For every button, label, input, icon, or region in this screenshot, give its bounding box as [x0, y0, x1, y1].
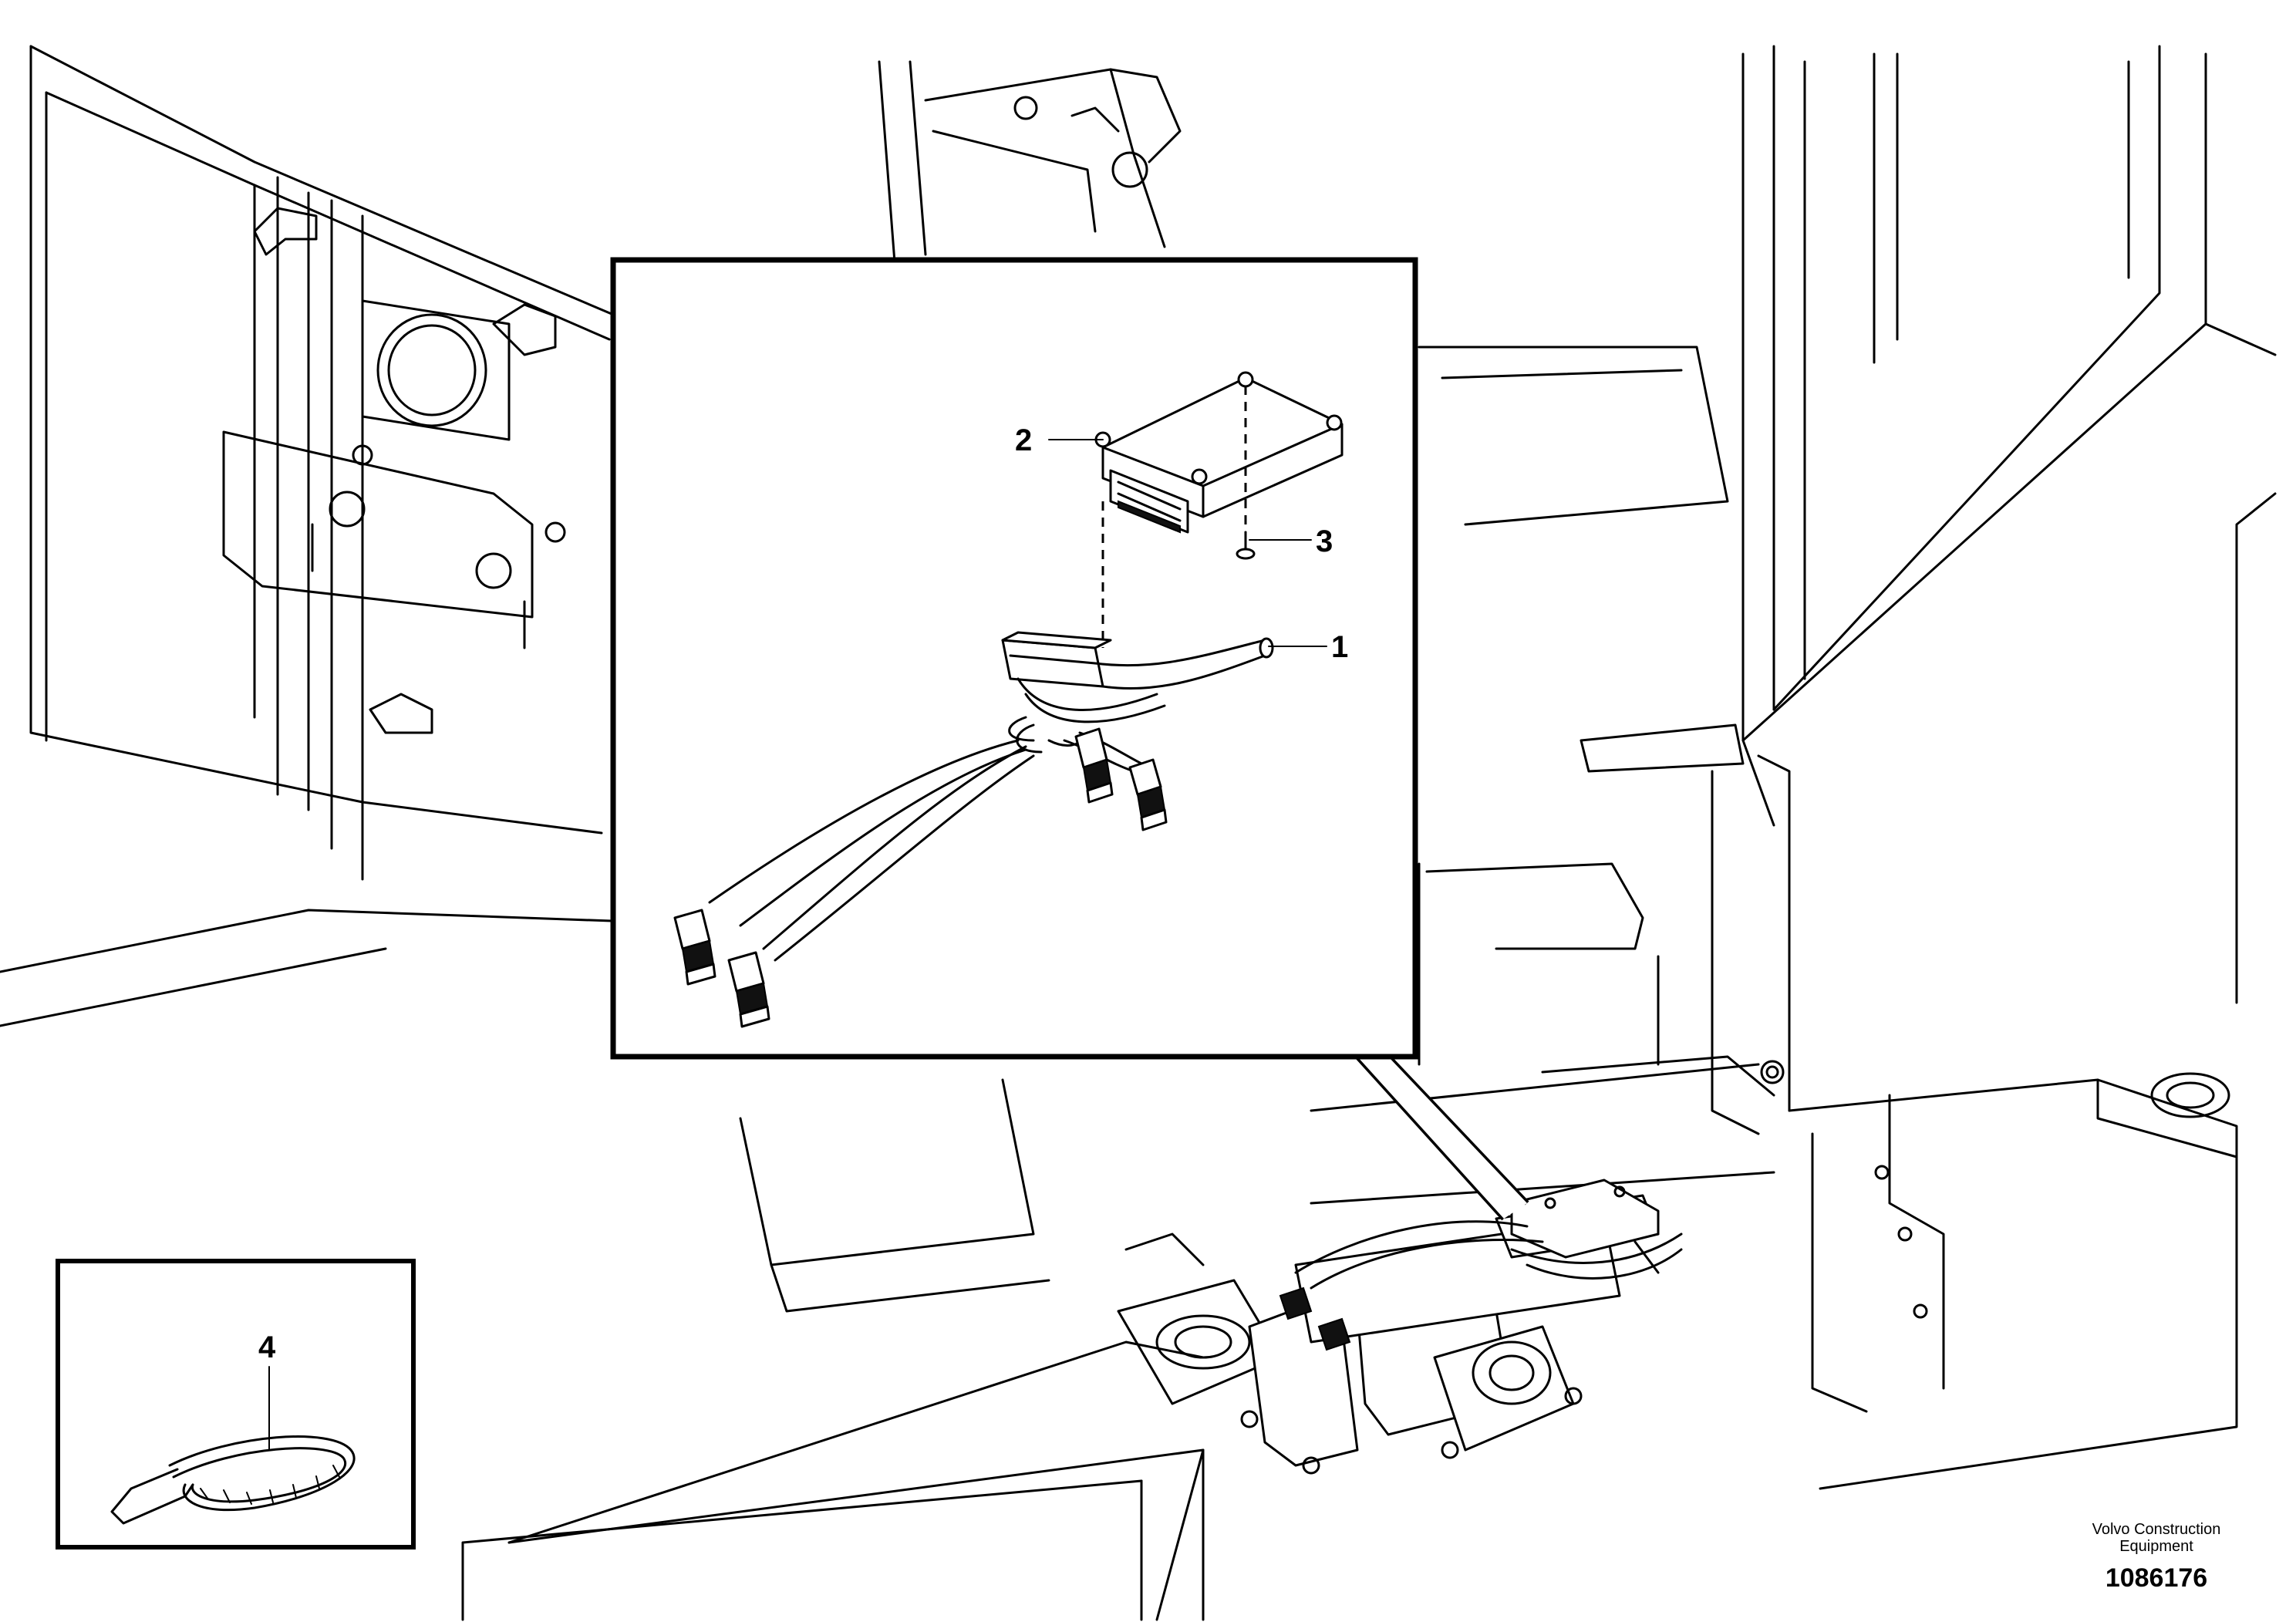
inset-frame [56, 1259, 416, 1549]
cable-tie-drawing [110, 1435, 356, 1525]
valve-assembly [1240, 1179, 1683, 1475]
callout-1: 1 [1331, 630, 1348, 664]
control-unit-drawing [1094, 371, 1344, 534]
detail-box [610, 257, 1529, 1221]
callout-3: 3 [1316, 524, 1333, 558]
publisher-credit-line2: Equipment [2119, 1538, 2193, 1555]
callout-2: 2 [1015, 423, 1032, 457]
machine-background [0, 45, 2277, 1621]
wiring-harness-drawing [673, 631, 1274, 1028]
screw-drawing [1236, 531, 1256, 560]
publisher-credit-line1: Volvo Construction [2092, 1521, 2221, 1538]
document-number: 1086176 [2106, 1563, 2207, 1593]
callout-4: 4 [258, 1330, 276, 1364]
cable-tie-inset: 4 [56, 1259, 416, 1549]
